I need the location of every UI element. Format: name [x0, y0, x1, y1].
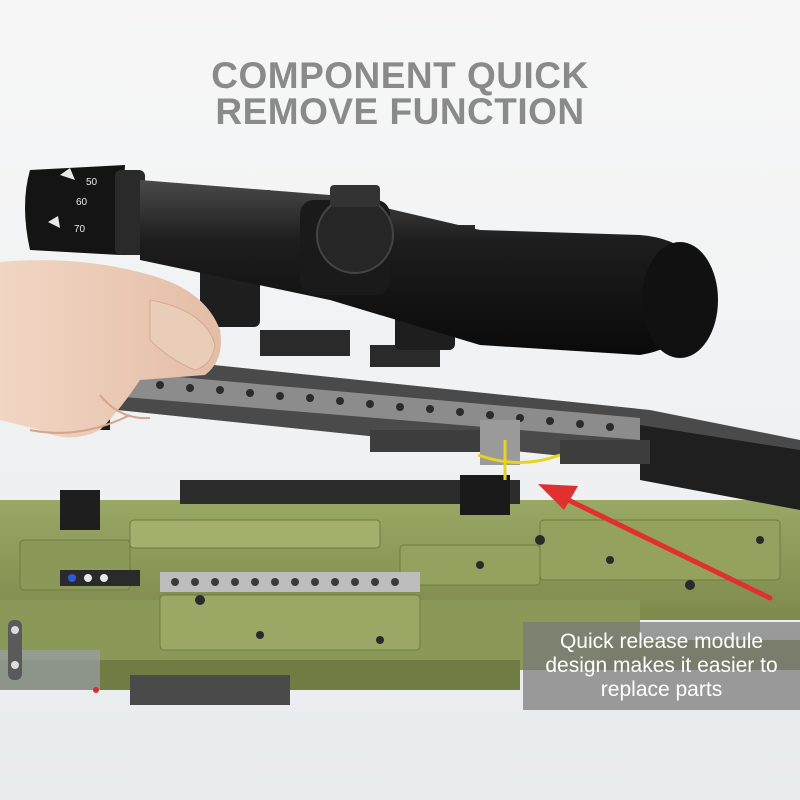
scope-mark-50: 50 [86, 177, 98, 188]
caption-line-2: design makes it easier to [545, 654, 778, 677]
hand-icon [0, 260, 221, 438]
caption-box [523, 622, 800, 710]
green-stock [0, 475, 800, 705]
scope-mark-60: 60 [76, 197, 88, 208]
headline-line-1: COMPONENT QUICK [211, 55, 589, 96]
scope-mark-70: 70 [74, 224, 86, 235]
headline-line-2: REMOVE FUNCTION [215, 91, 585, 132]
caption-line-3: replace parts [600, 678, 723, 701]
red-arrow-icon [538, 484, 773, 601]
scope-icon: 50 60 70 [25, 165, 718, 358]
removed-module [0, 330, 800, 510]
caption-line-1: Quick release module [559, 630, 764, 653]
